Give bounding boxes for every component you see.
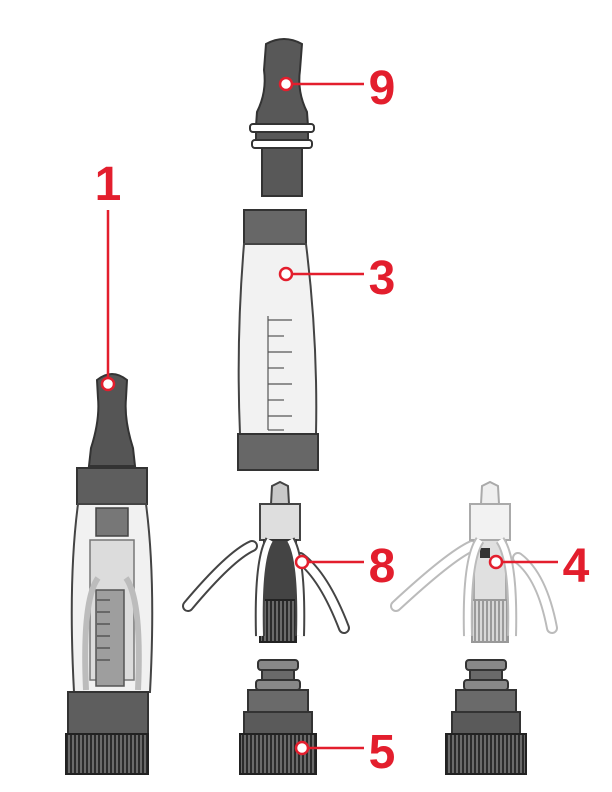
callout-8-label: 8 (369, 540, 396, 593)
drip-tip-part (249, 38, 315, 197)
tank-part (237, 209, 319, 471)
atomizer-head-part (182, 480, 350, 643)
base-part-right (445, 659, 527, 775)
callout-9-label: 9 (369, 62, 396, 115)
callout-9: 9 (278, 62, 396, 115)
callout-4: 4 (488, 540, 590, 593)
assembled-knurled-base (65, 733, 149, 775)
assembled-top-collar (76, 467, 148, 505)
callout-3-label: 3 (369, 252, 396, 305)
callout-8: 8 (294, 540, 396, 593)
assembled-bottom-band (67, 691, 149, 735)
base-part (239, 659, 317, 775)
callout-1-label: 1 (95, 158, 122, 211)
callout-1: 1 (95, 158, 122, 392)
callout-4-label: 4 (563, 540, 590, 593)
assembled-drip-tip (87, 373, 137, 467)
callout-3: 3 (278, 252, 396, 305)
callout-5: 5 (294, 726, 396, 779)
assembled-clearomizer (65, 373, 154, 775)
atomizer-head-detail (390, 480, 558, 643)
callout-5-label: 5 (369, 726, 396, 779)
